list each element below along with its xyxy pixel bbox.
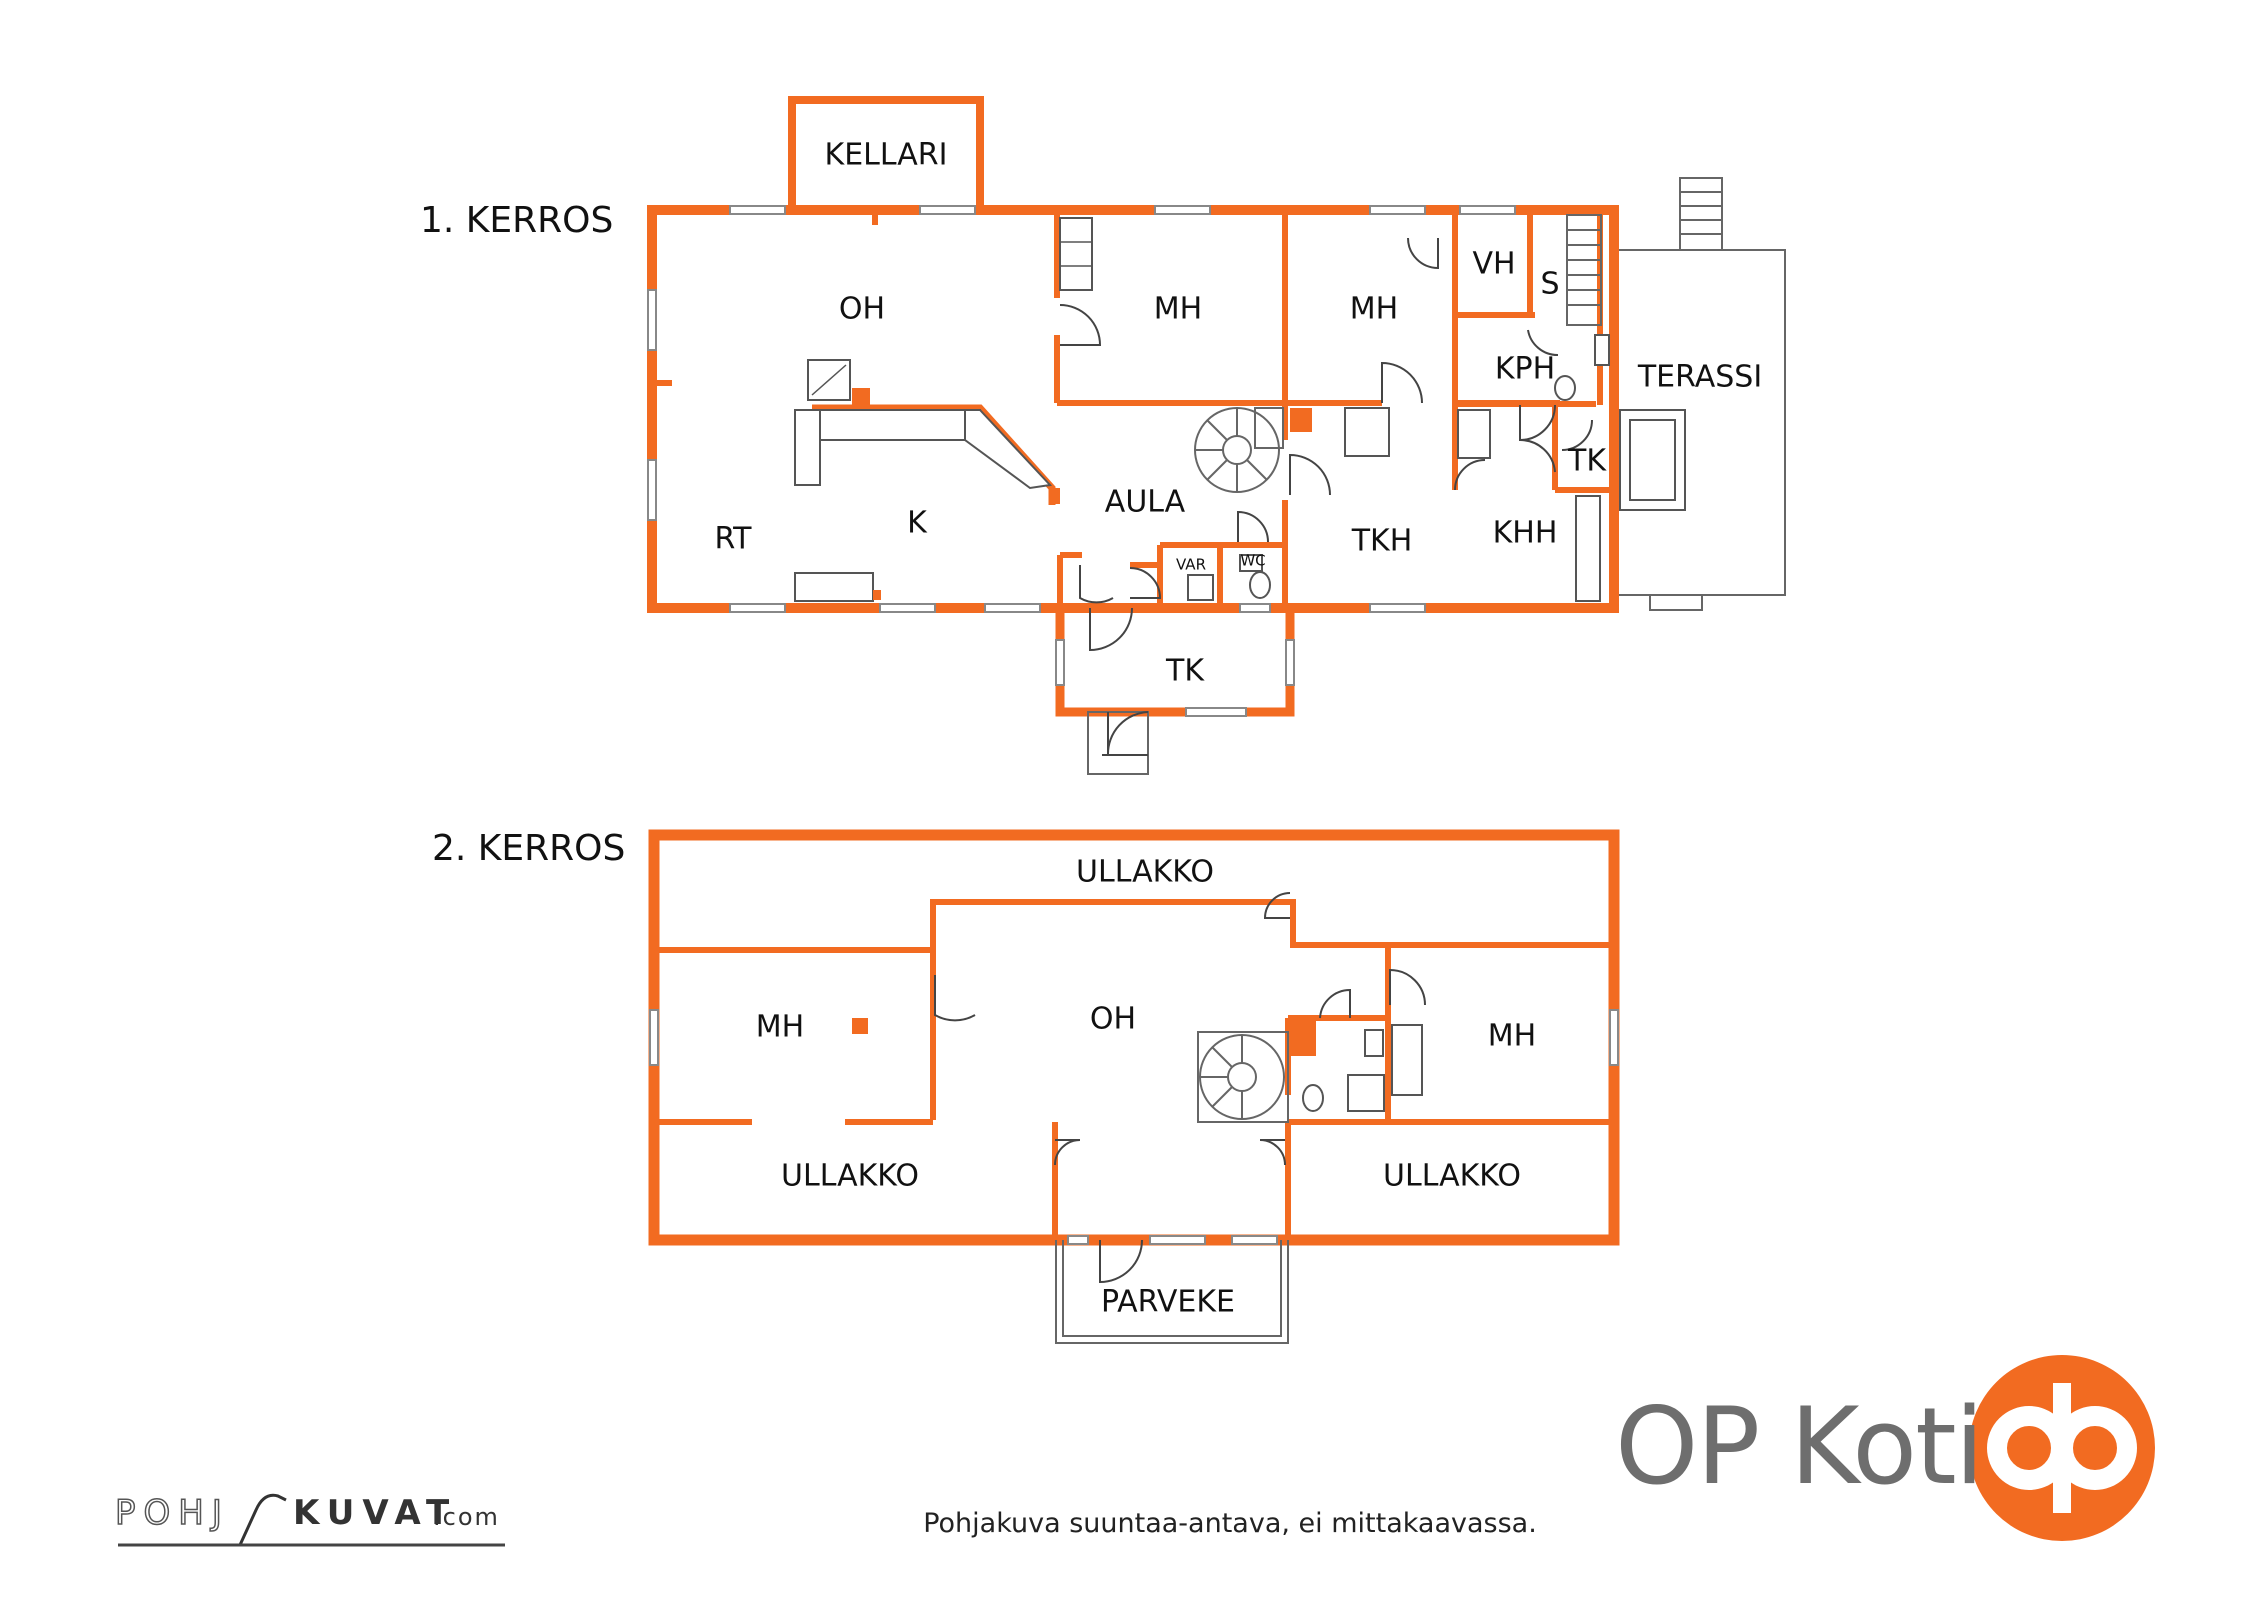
floor-2: ULLAKKO MH OH MH ULLAKKO ULLAKKO PARVEKE: [648, 829, 1620, 1344]
room-aula: AULA: [1105, 485, 1186, 520]
floor-2-interior-walls: [654, 899, 1614, 1240]
pohjakuvat-logo-right: KUVAT: [293, 1493, 458, 1533]
room-mh-left: MH: [756, 1010, 804, 1045]
room-terassi: TERASSI: [1637, 360, 1762, 395]
room-tkh: TKH: [1351, 524, 1413, 559]
floor-2-labels: ULLAKKO MH OH MH ULLAKKO ULLAKKO PARVEKE: [756, 855, 1536, 1320]
floor-1-interior-walls: [652, 210, 1614, 608]
room-kellari: KELLARI: [825, 138, 948, 173]
room-mh-2: MH: [1350, 292, 1398, 327]
sofa: [794, 572, 874, 602]
room-khh: KHH: [1493, 516, 1558, 551]
floor-1-labels: KELLARI OH MH MH VH S KPH TERASSI TK AUL…: [715, 138, 1763, 689]
room-mh-1: MH: [1154, 292, 1202, 327]
room-vh: VH: [1472, 247, 1515, 282]
pohjakuvat-logo-arc: [238, 1493, 287, 1546]
spiral-stair-1: [1194, 407, 1284, 493]
room-s: S: [1540, 267, 1559, 302]
op-koti-brand-text: OP Koti: [1615, 1385, 1984, 1508]
room-tk-1: TK: [1567, 444, 1607, 479]
pohjakuvat-logo-left: POHJ: [114, 1492, 230, 1534]
room-parveke: PARVEKE: [1101, 1285, 1235, 1320]
parveke-outline: [1055, 1240, 1289, 1344]
room-ullakko-left: ULLAKKO: [781, 1159, 919, 1194]
pohjakuvat-logo-suffix: .com: [433, 1503, 500, 1531]
op-logo-icon: [1969, 1355, 2155, 1541]
indoor-stair: [1566, 214, 1602, 326]
room-ullakko-right: ULLAKKO: [1383, 1159, 1521, 1194]
room-oh-2: OH: [1090, 1002, 1136, 1037]
floor-1-title: 1. KERROS: [420, 200, 613, 241]
room-mh-right: MH: [1488, 1019, 1536, 1054]
room-ullakko-top: ULLAKKO: [1076, 855, 1214, 890]
floor-1-windows: [647, 205, 1516, 717]
room-wc: WC: [1240, 552, 1265, 570]
room-k: K: [907, 506, 928, 541]
room-var: VAR: [1176, 556, 1206, 574]
disclaimer-text: Pohjakuva suuntaa-antava, ei mittakaavas…: [923, 1508, 1537, 1539]
terrace: [1618, 177, 1786, 611]
floor-2-windows: [649, 1009, 1619, 1245]
floor-2-doors: [934, 892, 1426, 1284]
room-oh: OH: [839, 292, 885, 327]
kellari-walls: [788, 96, 984, 212]
floor-1-doors: [1059, 237, 1593, 756]
room-rt: RT: [715, 522, 753, 557]
floor-1: KELLARI OH MH MH VH S KPH TERASSI TK AUL…: [647, 96, 1786, 775]
room-tk-2: TK: [1165, 654, 1205, 689]
floor-2-title: 2. KERROS: [432, 828, 625, 869]
room-kph: KPH: [1495, 352, 1555, 387]
kitchen-counter: [794, 359, 1060, 505]
spiral-stair-2: [1197, 1031, 1289, 1123]
